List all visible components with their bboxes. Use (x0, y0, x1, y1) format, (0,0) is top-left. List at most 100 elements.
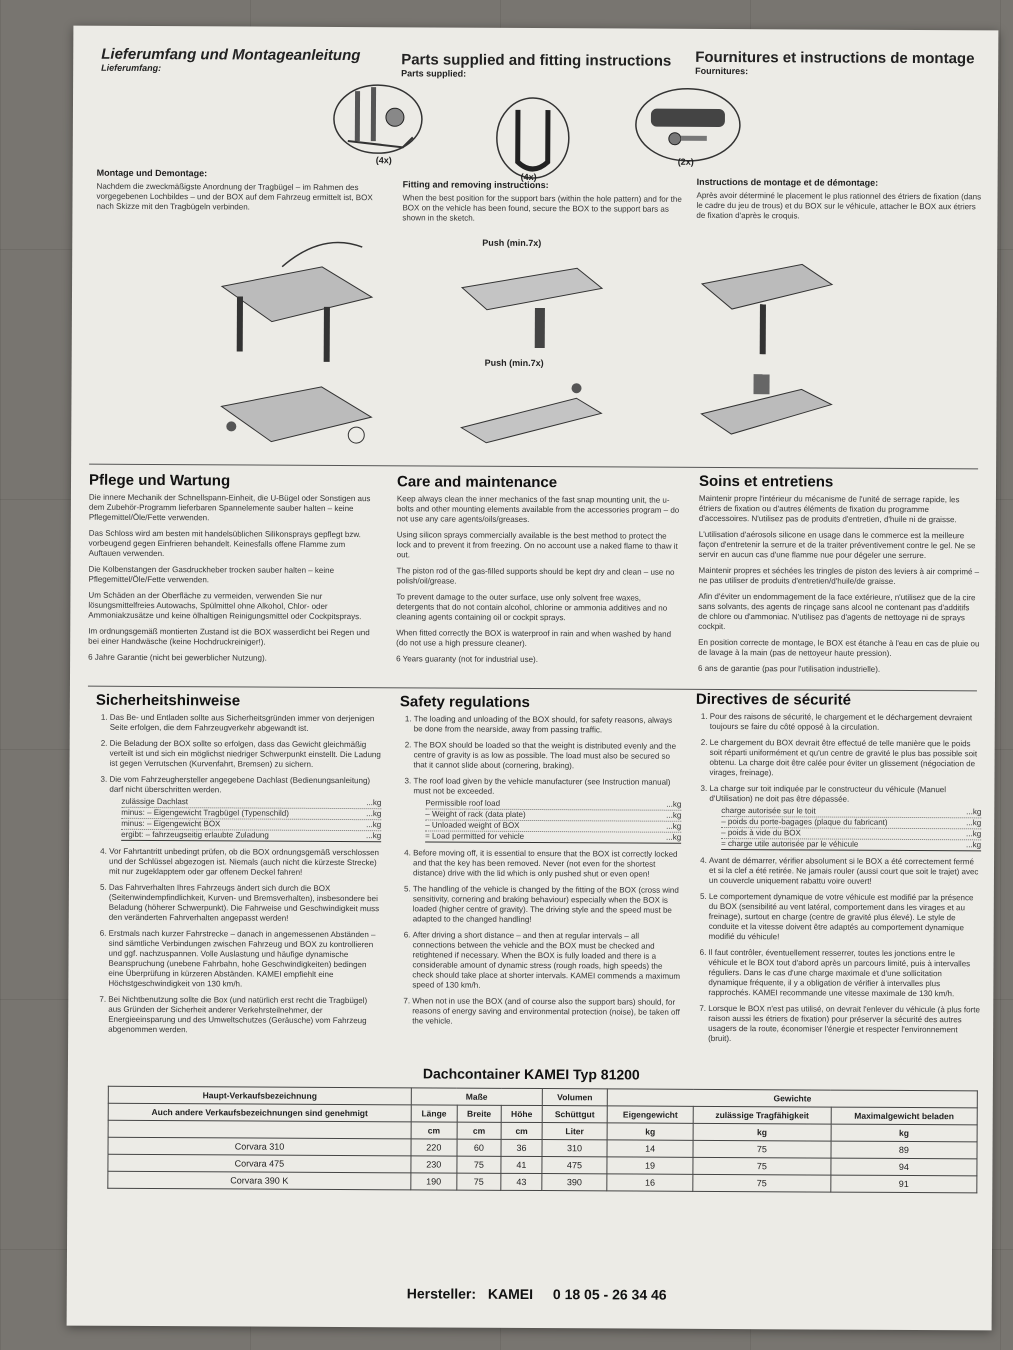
safety-fr-item: La charge sur toit indiquée par le const… (709, 783, 982, 852)
cell-max-weight: 94 (830, 1158, 977, 1176)
header-weights: Gewichte (607, 1088, 978, 1108)
cell-own-weight: 19 (607, 1156, 693, 1175)
care-de-title: Pflege und Wartung (88, 471, 231, 490)
load-label: zulässige Dachlast (121, 796, 189, 807)
cell-max-weight: 91 (830, 1175, 977, 1193)
cell-capacity: 75 (692, 1174, 831, 1193)
header-max-weight: Maximalgewicht beladen (831, 1107, 978, 1125)
safety-en-item: Before moving off, it is essential to en… (413, 848, 681, 879)
cell-volume: 310 (541, 1139, 608, 1157)
care-en-p5: When fitted correctly the BOX is waterpr… (396, 628, 672, 648)
unit-cm: cm (456, 1122, 502, 1140)
divider-1 (89, 463, 979, 470)
safety-fr-title: Directives de sécurité (695, 690, 852, 709)
load-value: ...kg (366, 831, 382, 841)
load-label: ergibt: – fahrzeugseitig erlaubte Zuladu… (121, 829, 269, 840)
divider-2 (87, 685, 977, 692)
mount-de: Montage und Demontage: Nachdem die zweck… (96, 168, 386, 220)
cell-own-weight: 14 (607, 1139, 694, 1158)
cell-length: 220 (410, 1138, 457, 1157)
cell-max-weight: 89 (830, 1141, 978, 1159)
cell-name: Corvara 310 (108, 1137, 412, 1156)
unit-cm: cm (411, 1121, 457, 1140)
load-value: ...kg (366, 798, 382, 808)
roof-load-calc-en: Permissible roof load ...kg – Weight of r… (425, 798, 682, 844)
header-dimensions: Maße (411, 1087, 543, 1106)
manufacturer-brand: KAMEI (487, 1285, 534, 1303)
title-de: Lieferumfang und Montageanleitung (101, 45, 361, 65)
care-de-p2: Das Schloss wird am besten mit handelsüb… (88, 528, 361, 559)
care-fr-p5: En position correcte de montage, le BOX … (698, 637, 980, 658)
load-value: ...kg (366, 820, 382, 830)
mount-fr-title: Instructions de montage et de démontage: (696, 176, 879, 188)
cell-own-weight: 16 (607, 1173, 693, 1192)
manufacturer-phone: 0 18 05 - 26 34 46 (552, 1286, 667, 1303)
cell-length: 230 (410, 1155, 457, 1174)
header-width: Breite (456, 1105, 502, 1123)
mounting-sketch-fr (700, 263, 834, 435)
care-en-p3: The piston rod of the gas-filled support… (396, 566, 675, 586)
care-en-p6: 6 Years guaranty (not for industrial use… (396, 654, 538, 665)
safety-en-item: The loading and unloading of the BOX sho… (414, 714, 682, 735)
safety-fr-item: Lorsque le BOX n'est pas utilisé, on dev… (708, 1004, 980, 1045)
push-label-1: Push (min.7x) (482, 237, 542, 249)
care-de-p6: 6 Jahre Garantie (nicht bei gewerblicher… (88, 652, 267, 663)
safety-en-item: After driving a short distance – and the… (412, 930, 680, 991)
cell-height: 41 (501, 1156, 542, 1174)
load-value: ...kg (366, 809, 382, 819)
mounting-sketch-de (220, 241, 374, 444)
safety-fr-item: Le comportement dynamique de votre véhic… (709, 892, 981, 943)
title-en: Parts supplied and fitting instructions (401, 51, 672, 70)
cell-width: 75 (456, 1173, 502, 1191)
safety-en-list: The loading and unloading of the BOX sho… (398, 714, 682, 1027)
load-value: ...kg (966, 807, 982, 817)
load-label: minus: – Eigengewicht BOX (121, 818, 221, 829)
qty-clamps: (4x) (375, 155, 392, 166)
cell-volume: 475 (541, 1156, 608, 1174)
safety-fr-item-text: La charge sur toit indiquée par le const… (709, 783, 947, 804)
header-main-name: Haupt-Verkaufsbezeichnung (108, 1086, 412, 1105)
care-fr-p6: 6 ans de garantie (pas pour l'utilisatio… (698, 663, 881, 674)
load-label: Permissible roof load (425, 798, 501, 808)
care-en-p4: To prevent damage to the outer surface, … (396, 592, 668, 623)
mount-en: Fitting and removing instructions: When … (402, 179, 682, 230)
safety-en-item-text: The roof load given by the vehicle manuf… (413, 776, 671, 796)
safety-fr-list: Pour des raisons de sécurité, le chargem… (694, 712, 982, 1045)
safety-de-item-text: Die vom Fahrzeughersteller angegebene Da… (109, 774, 371, 795)
cell-width: 60 (456, 1139, 502, 1157)
cell-volume: 390 (541, 1173, 608, 1191)
instruction-sheet: Lieferumfang und Montageanleitung Liefer… (66, 25, 999, 1331)
safety-de: Sicherheitshinweise Das Be- und Entladen… (94, 692, 382, 1042)
roof-load-calc-de: zulässige Dachlast ...kg minus: – Eigenge… (121, 796, 382, 843)
header-bulk: Schüttgut (541, 1105, 608, 1123)
safety-de-item: Die Beladung der BOX sollte so erfolgen,… (110, 739, 382, 770)
care-fr-p1: Maintenir propre l'intérieur du mécanism… (698, 493, 960, 525)
header-other-names: Auch andere Verkaufsbezeichnungen sind g… (108, 1103, 412, 1122)
load-row: = charge utile autorisée par le véhicule… (721, 838, 982, 852)
header-height: Höhe (501, 1105, 543, 1123)
roof-load-calc-fr: charge autorisée sur le toit ...kg – poid… (721, 805, 982, 852)
cell-name: Corvara 475 (107, 1154, 411, 1173)
unit-blank (108, 1120, 412, 1139)
lock-key-illustration (635, 88, 741, 162)
load-label: – poids du porte-bagages (plaque du fabr… (721, 816, 888, 827)
load-value: ...kg (966, 818, 982, 828)
unit-kg: kg (830, 1124, 978, 1142)
table-title: Dachcontainer KAMEI Typ 81200 (422, 1065, 640, 1083)
safety-fr-item: Avant de démarrer, vérifier absolument s… (709, 856, 981, 887)
care-en-p2: Using silicon sprays commercially availa… (396, 530, 678, 560)
header-capacity: zulässige Tragfähigkeit (693, 1106, 832, 1125)
safety-de-item: Das Be- und Entladen sollte aus Sicherhe… (110, 713, 382, 734)
subtitle-fr: Fournitures: (695, 65, 749, 77)
load-label: – Weight of rack (data plate) (425, 809, 526, 819)
cell-capacity: 75 (692, 1157, 831, 1176)
load-value: ...kg (666, 821, 682, 831)
care-de-p5: Im ordnungsgemäß montierten Zustand ist … (88, 626, 370, 647)
unit-kg: kg (693, 1123, 832, 1142)
load-value: ...kg (666, 832, 682, 842)
mount-fr: Instructions de montage et de démontage:… (696, 177, 981, 228)
load-value: ...kg (666, 810, 682, 820)
load-row: = Load permitted for vehicle...kg (425, 831, 682, 844)
safety-fr-item: Pour des raisons de sécurité, le chargem… (710, 712, 982, 733)
load-label: charge autorisée sur le toit (721, 805, 816, 816)
